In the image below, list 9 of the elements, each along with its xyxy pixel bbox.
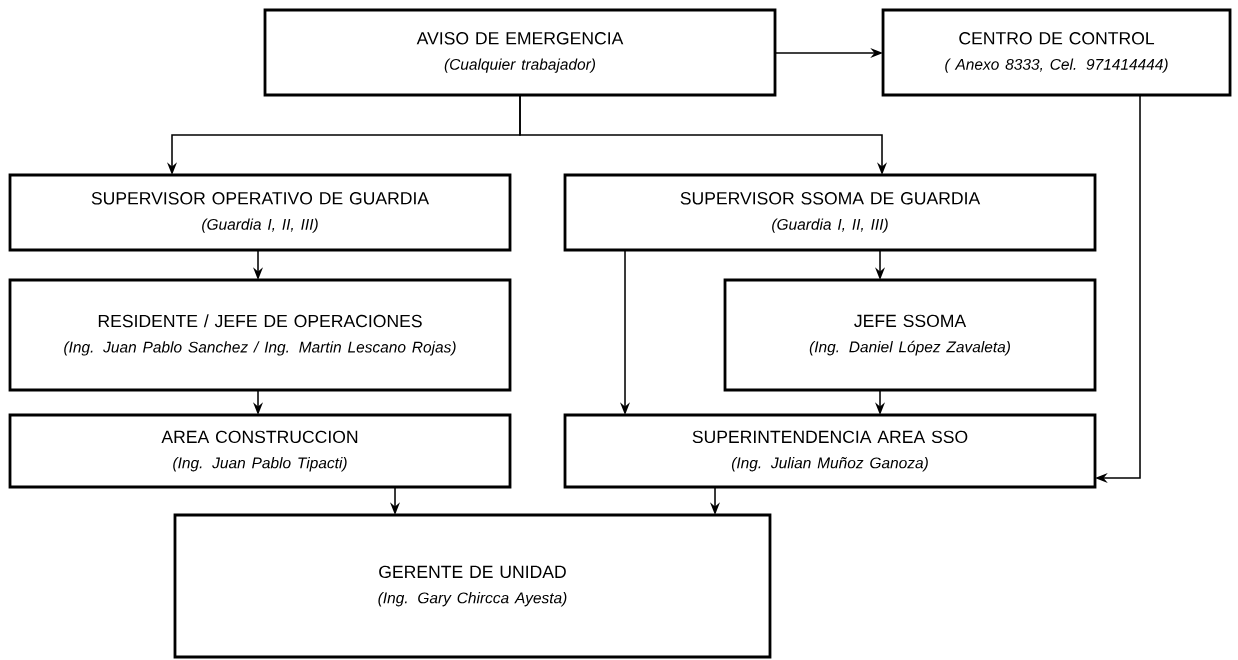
role-box: SUPERINTENDENCIA AREA SSO (Ing. Julian Muñoz Ganoza) <box>563 413 1097 489</box>
role-box: SUPERVISOR OPERATIVO DE GUARDIA (Guardia I, II, III) <box>8 173 512 252</box>
role-box: AVISO DE EMERGENCIA (Cualquier trabajador) <box>263 8 777 97</box>
role-box: SUPERVISOR SSOMA DE GUARDIA (Guardia I, II, III) <box>563 173 1097 252</box>
role-box: JEFE SSOMA (Ing. Daniel López Zavaleta) <box>723 278 1097 392</box>
role-box: AREA CONSTRUCCION (Ing. Juan Pablo Tipacti) <box>8 413 512 489</box>
role-box: GERENTE DE UNIDAD (Ing. Gary Chircca Ayesta) <box>173 513 772 659</box>
role-box: RESIDENTE / JEFE DE OPERACIONES (Ing. Juan Pablo Sanchez / Ing. Martin Lescano Rojas) <box>8 278 512 392</box>
role-box: CENTRO DE CONTROL ( Anexo 8333, Cel. 971414444) <box>881 8 1232 97</box>
